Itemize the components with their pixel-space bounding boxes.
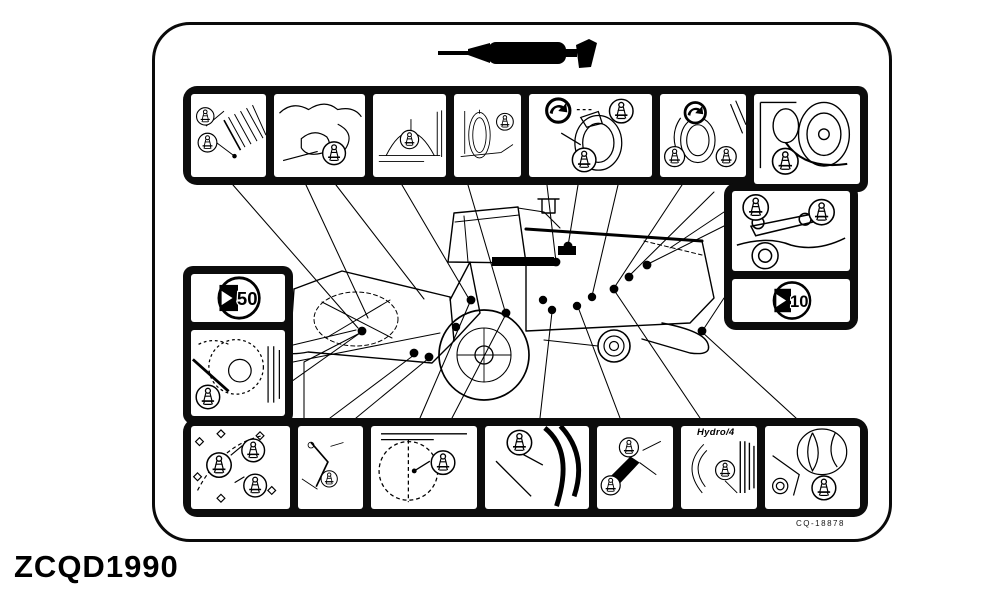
grease-fitting-icon xyxy=(197,132,218,153)
lever-linkage-illustration xyxy=(600,437,662,496)
panel-bottom-6-hydro: Hydro/4 xyxy=(681,426,757,509)
fan-pulleys-illustration xyxy=(759,101,851,175)
belt-tensioner-illustration xyxy=(495,426,582,507)
interval-hours-50: 50 xyxy=(237,288,258,309)
panel-bottom-1-bolt-fittings xyxy=(191,426,290,509)
hydro-label: Hydro/4 xyxy=(697,427,735,438)
grease-fitting-icon xyxy=(399,129,420,150)
panel-right-interval-10: 10 xyxy=(732,279,850,322)
grease-fitting-icon xyxy=(715,145,737,168)
panel-bottom-7-steering xyxy=(765,426,860,509)
panel-top-7-fan-pulleys xyxy=(754,94,860,184)
panel-left-beater-drive xyxy=(191,330,285,416)
figure-id-caption: ZCQD1990 xyxy=(14,549,179,584)
grease-fitting-icon xyxy=(811,475,837,501)
grease-fitting-icon xyxy=(241,438,266,463)
grease-fitting-icon xyxy=(506,429,533,456)
reel-dome-illustration xyxy=(378,110,443,162)
rotation-arrow-icon xyxy=(545,97,572,124)
grease-fitting-icon xyxy=(663,145,686,168)
knife-drive-illustration xyxy=(279,103,362,166)
steering-illustration xyxy=(771,428,848,501)
part-code: CQ-18878 xyxy=(796,519,845,528)
hourglass-interval-icon: 50 xyxy=(217,276,261,320)
panel-bottom-5-lever-linkage xyxy=(597,426,673,509)
grease-fitting-icon xyxy=(430,450,456,476)
grease-fitting-icon xyxy=(195,384,221,410)
beater-drive-illustration xyxy=(191,339,280,410)
auger-illustration xyxy=(195,104,266,159)
axle-spindles-illustration xyxy=(736,194,846,270)
interval-hours-10: 10 xyxy=(790,292,808,311)
grease-fitting-icon xyxy=(205,452,233,479)
grease-fitting-icon xyxy=(618,437,640,458)
grease-fitting-icon xyxy=(608,98,634,124)
panel-top-2-knife-drive xyxy=(274,94,365,177)
grease-fitting-icon xyxy=(771,147,799,175)
grease-gun-icon xyxy=(438,39,597,68)
arm-linkage-illustration xyxy=(301,441,344,490)
grease-fitting-icon xyxy=(321,141,347,166)
panel-top-6-drive-sheave xyxy=(660,94,746,177)
panel-bottom-2-arm-linkage xyxy=(298,426,363,509)
panel-bottom-3-gearcase xyxy=(371,426,477,509)
grease-fitting-icon xyxy=(495,112,514,131)
panel-left-interval-50: 50 xyxy=(191,274,285,322)
panel-bottom-4-belt-tensioner xyxy=(485,426,589,509)
grease-fitting-icon xyxy=(742,194,770,221)
rotation-arrow-icon xyxy=(683,101,707,125)
grease-fitting-icon xyxy=(195,107,215,126)
panel-top-1-auger xyxy=(191,94,266,177)
grease-point-dots xyxy=(357,241,707,362)
panel-top-3-reel-dome xyxy=(373,94,446,177)
drive-sheave-illustration xyxy=(663,100,746,168)
grease-fitting-icon xyxy=(714,460,736,481)
panel-top-5-idler-sheaves xyxy=(529,94,652,177)
hydro-drive-illustration xyxy=(691,441,755,494)
vertical-pulley-illustration xyxy=(460,109,514,159)
grease-fitting-icon xyxy=(243,473,268,498)
grease-fitting-icon xyxy=(571,147,597,173)
grease-fitting-icon xyxy=(600,475,621,496)
panel-top-4-vertical-pulley xyxy=(454,94,521,177)
gearcase-illustration xyxy=(378,433,467,503)
idler-sheaves-illustration xyxy=(545,97,634,173)
grease-fitting-icon xyxy=(808,198,836,226)
hourglass-interval-icon: 10 xyxy=(772,281,812,320)
bolt-fittings-illustration xyxy=(192,429,277,503)
grease-fitting-icon xyxy=(320,470,338,488)
panel-right-axle-spindles xyxy=(732,191,850,271)
